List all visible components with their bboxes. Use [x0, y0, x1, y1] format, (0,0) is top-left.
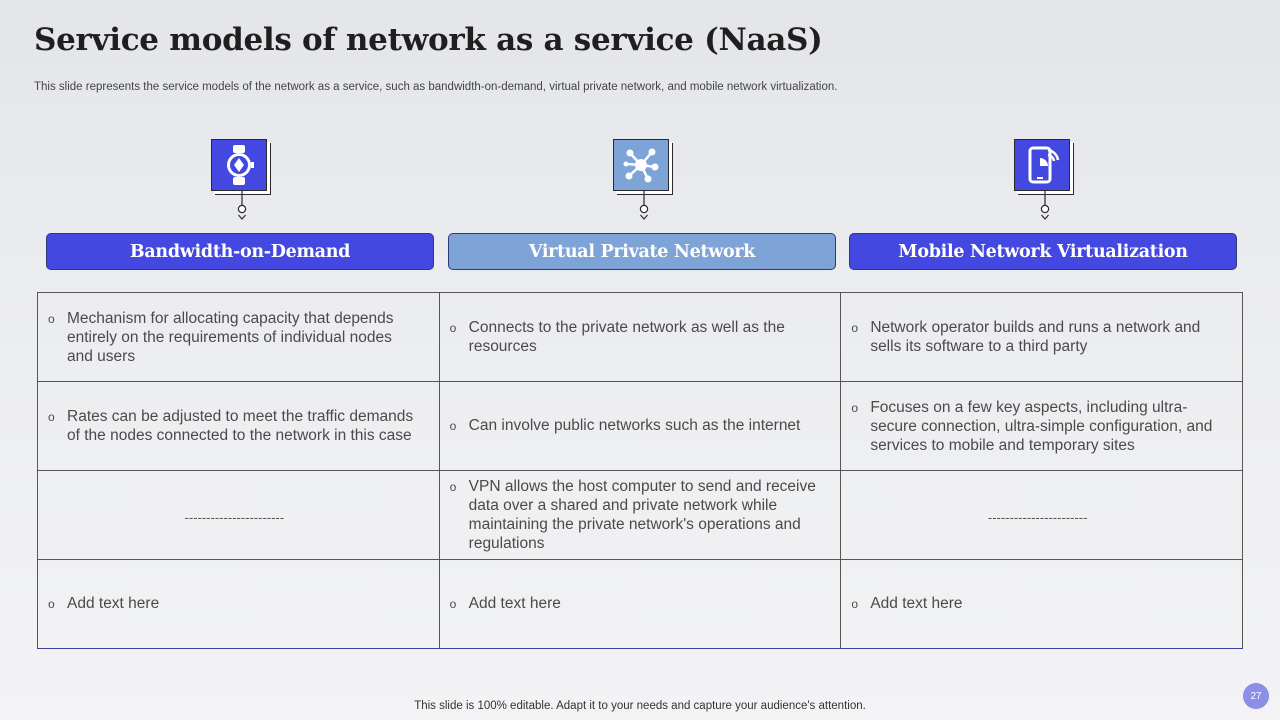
- connector-icon: [639, 191, 649, 220]
- slide-subtitle: This slide represents the service models…: [34, 81, 838, 93]
- table-cell: o Network operator builds and runs a netw…: [840, 292, 1243, 382]
- icon-group-bandwidth: [211, 139, 271, 223]
- table-row: o Mechanism for allocating capacity that …: [37, 292, 1243, 382]
- table-cell: -----------------------: [840, 470, 1243, 560]
- bullet-icon: o: [48, 410, 55, 424]
- bullet-icon: o: [851, 400, 858, 415]
- cell-text: Network operator builds and runs a netwo…: [870, 319, 1201, 355]
- bullet-icon: o: [851, 321, 858, 335]
- table-row: o Add text here o Add text here o Add text …: [37, 559, 1243, 649]
- icon-group-vpn: [613, 139, 673, 223]
- table-row: ----------------------- o VPN allows the …: [37, 470, 1243, 560]
- table-cell: o VPN allows the host computer to send an…: [438, 470, 842, 560]
- bullet-icon: o: [48, 311, 55, 326]
- table-cell: o Connects to the private network as well…: [438, 292, 842, 382]
- icon-group-mobile: [1014, 139, 1074, 223]
- table-cell: o Add text here: [37, 559, 440, 649]
- cell-text: VPN allows the host computer to send and…: [468, 478, 816, 552]
- table-cell: o Add text here: [840, 559, 1243, 649]
- service-models-table: o Mechanism for allocating capacity that …: [37, 292, 1243, 649]
- table-cell: o Focuses on a few key aspects, including…: [840, 381, 1243, 471]
- bullet-icon: o: [449, 321, 457, 335]
- connector-icon: [237, 191, 247, 220]
- cell-text: Rates can be adjusted to meet the traffi…: [67, 408, 414, 444]
- table-cell: o Add text here: [438, 559, 842, 649]
- mobile-signal-icon: [1014, 139, 1070, 191]
- smartwatch-icon: [211, 139, 267, 191]
- table-cell: o Mechanism for allocating capacity that …: [37, 292, 440, 382]
- bullet-icon: o: [851, 597, 858, 611]
- cell-text: Add text here: [67, 595, 160, 612]
- table-cell: o Rates can be adjusted to meet the traff…: [37, 381, 440, 471]
- header-virtual-private-network: Virtual Private Network: [448, 233, 836, 270]
- slide-title: Service models of network as a service (…: [34, 22, 823, 58]
- header-bandwidth-on-demand: Bandwidth-on-Demand: [46, 233, 434, 270]
- bullet-icon: o: [449, 419, 457, 433]
- header-mobile-network-virtualization: Mobile Network Virtualization: [849, 233, 1237, 270]
- placeholder-dashes: -----------------------: [184, 509, 285, 525]
- page-number-badge: 27: [1243, 683, 1269, 709]
- connector-icon: [1040, 191, 1050, 220]
- cell-text: Add text here: [870, 595, 963, 612]
- cell-text: Mechanism for allocating capacity that d…: [67, 309, 394, 365]
- bullet-icon: o: [449, 480, 457, 494]
- bullet-icon: o: [449, 597, 457, 611]
- placeholder-dashes: -----------------------: [987, 509, 1088, 525]
- table-cell: o Can involve public networks such as the…: [438, 381, 842, 471]
- cell-text: Connects to the private network as well …: [468, 319, 785, 355]
- slide-footer: This slide is 100% editable. Adapt it to…: [414, 700, 866, 712]
- cell-text: Add text here: [468, 595, 561, 612]
- cell-text: Focuses on a few key aspects, including …: [870, 398, 1213, 454]
- cell-text: Can involve public networks such as the …: [468, 417, 801, 434]
- table-cell: -----------------------: [37, 470, 440, 560]
- bullet-icon: o: [48, 597, 55, 611]
- network-hub-icon: [613, 139, 669, 191]
